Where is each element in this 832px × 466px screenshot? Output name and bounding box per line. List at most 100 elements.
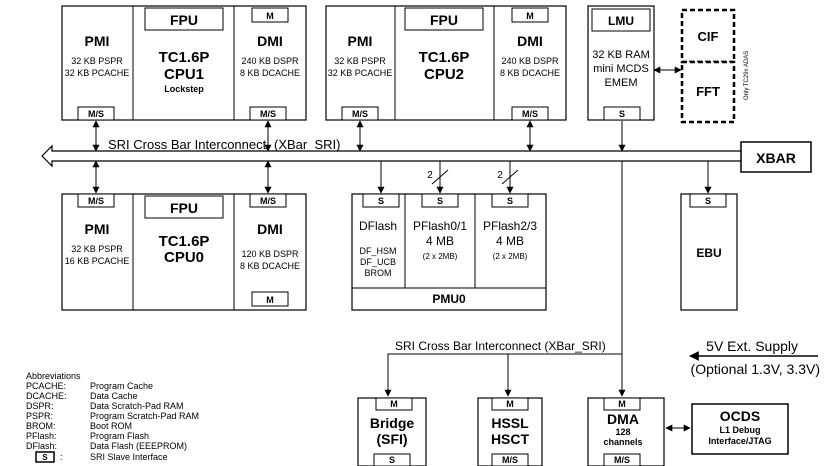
ocds-jtag: Interface/JTAG [708,436,771,446]
lmu-emem: EMEM [605,77,638,89]
cpu2-block: PMI 32 KB PSPR 32 KB PCACHE FPU TC1.6P C… [325,5,567,121]
cpu1-pmi-pspr: 32 KB PSPR [71,56,123,66]
lmu-mcds: mini MCDS [593,63,649,75]
pflash23-title: PFlash2/3 [483,219,537,233]
ebu-s: S [705,196,711,206]
cpu1-dmi-m: M [266,11,274,21]
cpu1-pmi-ms: M/S [88,109,104,119]
cpu1-block: PMI 32 KB PSPR 32 KB PCACHE FPU TC1.6P C… [61,5,307,121]
pflash01-size: 4 MB [426,234,454,248]
hssl-block: M HSSL HSCT M/S [477,397,543,466]
sri-top-label: SRI Cross Bar Interconnect [108,137,267,152]
cpu2-pmi-pspr: 32 KB PSPR [334,56,386,66]
supply-voltage: 5V Ext. Supply [706,338,798,354]
cpu1-dmi-dspr: 240 KB DSPR [241,56,299,66]
cpu2-dmi-ms: M/S [522,109,538,119]
cpu2-core-id: CPU2 [424,66,464,83]
cpu0-pmi-title: PMI [85,221,110,237]
cpu2-dmi-dspr: 240 KB DSPR [501,56,559,66]
bridge-block: M Bridge (SFI) S [357,397,427,466]
abbrev-val-dspr: Data Scratch-Pad RAM [90,401,184,411]
pflash23-bus-width: 2 [497,170,503,181]
dflash-s: S [378,196,384,206]
dflash-ucb: DF_UCB [360,257,396,267]
lmu-s: S [619,109,625,119]
lmu-title: LMU [608,14,634,28]
abbrev-val-brom: Boot ROM [90,421,132,431]
pflash01-s: S [437,196,443,206]
cpu0-core-name: TC1.6P [159,233,210,250]
cpu0-dmi-m: M [266,295,274,305]
bridge-s: S [389,455,395,465]
cpu1-pmi-title: PMI [85,33,110,49]
lmu-ram: 32 KB RAM [592,49,649,61]
ada-block: CIF FFT Only TC29x ADAS [680,8,750,124]
ebu-block: S EBU [680,193,738,311]
cpu0-pmi-pcache: 16 KB PCACHE [65,256,130,266]
abbrev-s-colon: : [60,452,63,462]
abbrev-val-dcache: Data Cache [90,391,138,401]
cpu1-dmi-ms: M/S [260,109,276,119]
pflash23-bus-slash [501,169,519,185]
cpu1-fpu: FPU [170,12,198,28]
pflash23-size: 4 MB [496,234,524,248]
cpu1-core-id: CPU1 [164,66,204,83]
supply-optional: (Optional 1.3V, 3.3V) [691,361,820,377]
cpu2-pmi-title: PMI [348,33,373,49]
dma-block: M DMA 128 channels M/S [587,397,665,466]
cpu2-pmi-ms: M/S [352,109,368,119]
xbar-block: XBAR [740,141,812,173]
cpu0-dmi-dcache: 8 KB DCACHE [240,261,300,271]
sri-bottom-line [387,353,622,396]
cpu2-dmi-m: M [526,11,534,21]
ocds-title: OCDS [720,408,760,424]
abbrev-val-pflash: Program Flash [90,431,149,441]
ebu-label: EBU [696,246,721,260]
cpu1-pmi-pcache: 32 KB PCACHE [65,68,130,78]
abbrev-key-brom: BROM: [26,421,56,431]
connectors [92,66,818,432]
hssl-m: M [506,399,514,409]
dflash-title: DFlash [359,219,397,233]
bridge-sfi: (SFI) [376,431,407,447]
ada-note: Only TC29x ADAS [744,51,750,100]
abbrev-title: Abbreviations [26,371,81,381]
abbrev-key-pcache: PCACHE: [26,381,66,391]
cpu2-core-name: TC1.6P [419,49,470,66]
abbrev-key-dcache: DCACHE: [26,391,67,401]
pflash01-title: PFlash0/1 [413,219,467,233]
pmu0-label: PMU0 [432,292,466,306]
cpu1-lockstep: Lockstep [164,84,204,94]
abbrev-key-dflash: DFlash: [26,441,57,451]
cpu2-dmi-title: DMI [517,33,543,49]
ocds-debug: L1 Debug [719,425,760,435]
cpu0-dmi-ms: M/S [260,196,276,206]
ocds-block: OCDS L1 Debug Interface/JTAG [691,403,789,455]
cpu0-dmi-dspr: 120 KB DSPR [241,249,299,259]
pflash01-banks: (2 x 2MB) [423,252,458,261]
cpu0-block: M/S M/S PMI 32 KB PSPR 16 KB PCACHE FPU … [61,193,307,311]
sri-crossbar-top: SRI Cross Bar Interconnect (XBar_SRI) [41,137,759,168]
abbrev-key-pflash: PFlash: [26,431,57,441]
dflash-brom: BROM [365,268,392,278]
cpu0-pmi-pspr: 32 KB PSPR [71,244,123,254]
abbrev-val-pspr: Program Scratch-Pad RAM [90,411,199,421]
pmu0-block: S S S DFlash DF_HSM DF_UCB BROM PFlash0/… [351,170,547,311]
dma-title: DMA [607,411,639,427]
pflash01-bus-slash [431,169,449,185]
abbreviations-legend: Abbreviations PCACHE: Program Cache DCAC… [26,371,199,463]
abbrev-val-pcache: Program Cache [90,381,153,391]
pflash23-banks: (2 x 2MB) [493,252,528,261]
cpu1-core-name: TC1.6P [159,49,210,66]
xbar-label: XBAR [756,150,796,166]
lmu-block: LMU 32 KB RAM mini MCDS EMEM S [587,5,655,121]
sri-top-paren: (XBar_SRI) [274,137,340,152]
pflash01-bus-width: 2 [427,170,433,181]
abbrev-key-dspr: DSPR: [26,401,54,411]
supply-note: 5V Ext. Supply (Optional 1.3V, 3.3V) [691,338,820,377]
dma-count: 128 [615,427,630,437]
pflash23-s: S [507,196,513,206]
cpu2-dmi-dcache: 8 KB DCACHE [500,68,560,78]
abbrev-key-pspr: PSPR: [26,411,53,421]
